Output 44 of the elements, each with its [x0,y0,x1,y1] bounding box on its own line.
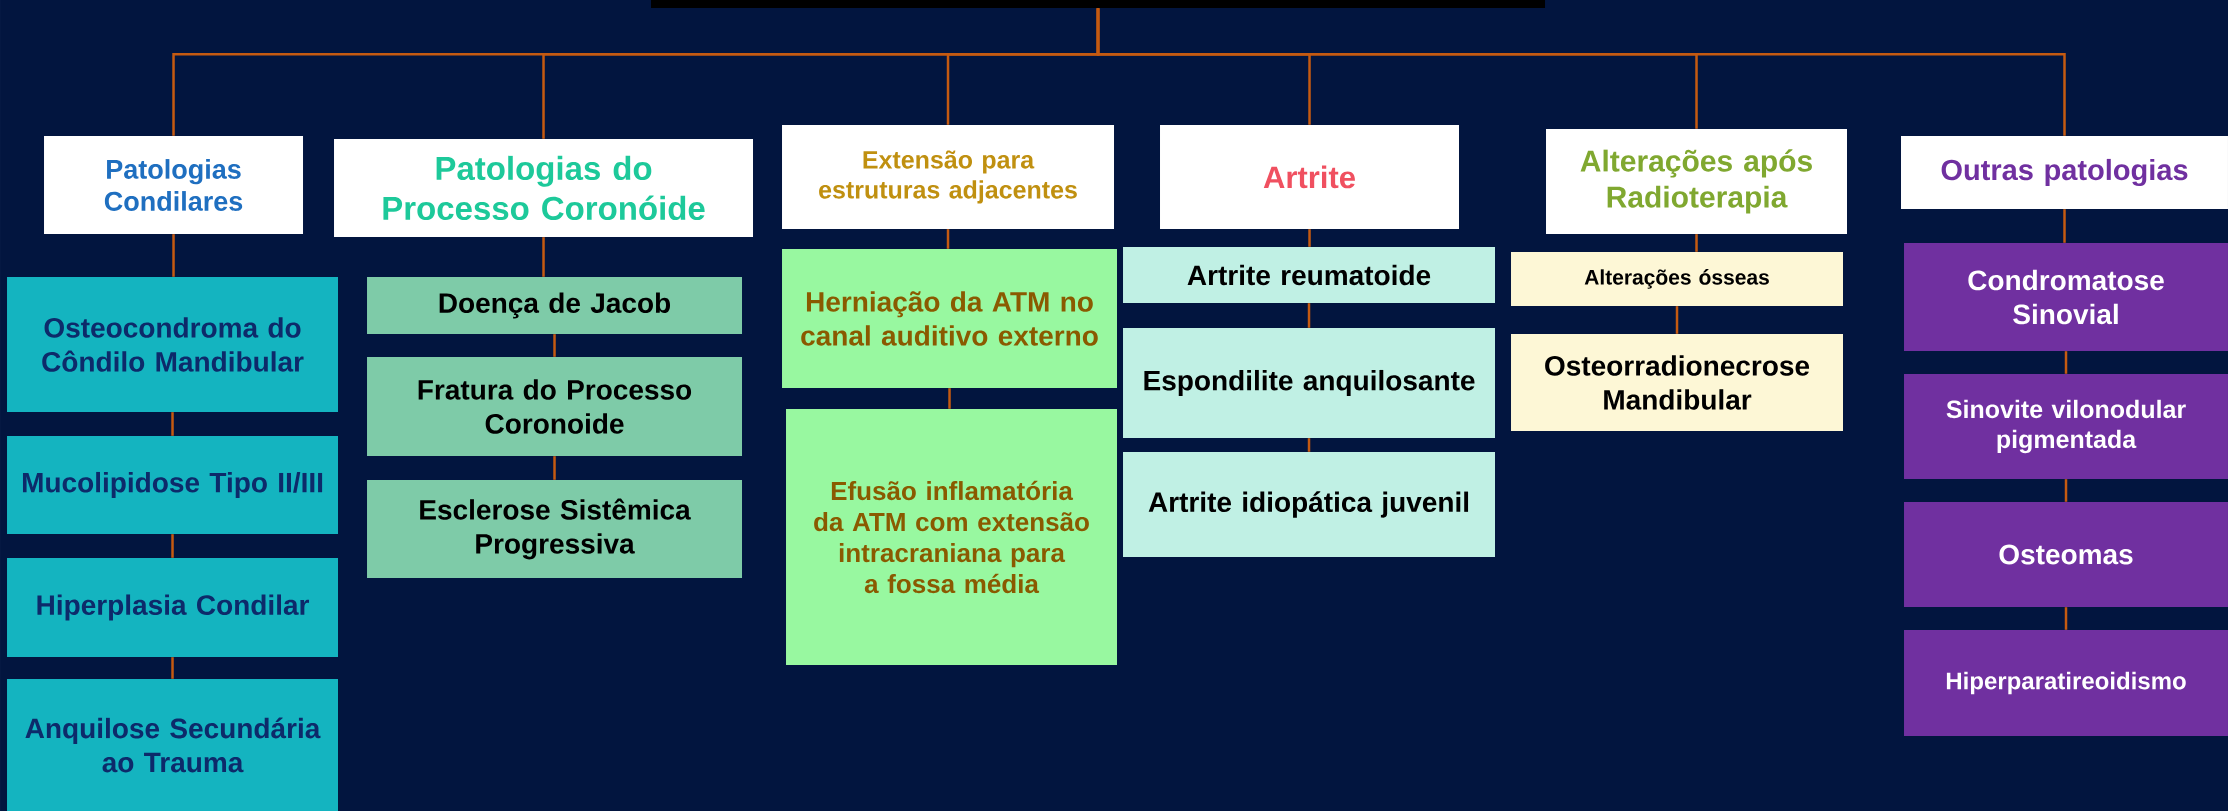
pathology-box: Alterações ósseas [1511,252,1843,306]
connector-line [171,534,174,558]
connector-line [2064,479,2068,502]
connector-line [1307,438,1311,452]
pathology-box: Anquilose Secundária ao Trauma [7,679,338,811]
connector-line [2064,607,2068,630]
pathology-box: Hiperparatireoidismo [1904,630,2228,736]
pathology-box: Doença de Jacob [367,277,742,334]
category-box: Extensão para estruturas adjacentes [782,125,1114,229]
pathology-box: Mucolipidose Tipo II/III [7,436,338,534]
pathology-box: Osteorradionecrose Mandibular [1511,334,1843,431]
connector-line [2063,209,2066,243]
connector-line [1307,303,1311,328]
pathology-box: Artrite reumatoide [1123,247,1495,303]
connector-line [1308,229,1311,247]
connector-line [553,456,556,480]
pathology-box: Condromatose Sinovial [1904,243,2228,351]
pathology-box: Hiperplasia Condilar [7,558,338,657]
connector-line [171,412,174,436]
pathology-box: Sinovite vilonodular pigmentada [1904,374,2228,479]
pathology-box: Fratura do Processo Coronoide [367,357,742,456]
connector-line [948,388,951,409]
pathology-box: Osteocondroma do Côndilo Mandibular [7,277,338,412]
pathology-box: Espondilite anquilosante [1123,328,1495,438]
connector-line [946,229,950,249]
pathology-box: Esclerose Sistêmica Progressiva [367,480,742,578]
category-box: Alterações após Radioterapia [1546,129,1847,234]
pathology-box: Osteomas [1904,502,2228,607]
connector-line [171,657,174,679]
connector-line [1675,306,1679,334]
connector-line [172,234,175,277]
category-box: Patologias do Processo Coronóide [334,139,753,237]
category-box: Artrite [1160,125,1459,229]
category-box: Outras patologias [1901,136,2228,209]
pathology-box: Herniação da ATM no canal auditivo externo [782,249,1117,388]
pathology-box: Artrite idiopática juvenil [1123,452,1495,557]
connector-line [2064,351,2068,374]
connector-line [553,334,556,357]
connector-line [1695,234,1698,252]
pathology-box: Efusão inflamatória da ATM com extensão intracraniana para a fossa média [786,409,1117,665]
connector-line [542,237,545,277]
connector-line [1096,8,2066,136]
title-bar [651,0,1545,8]
category-box: Patologias Condilares [44,136,303,234]
